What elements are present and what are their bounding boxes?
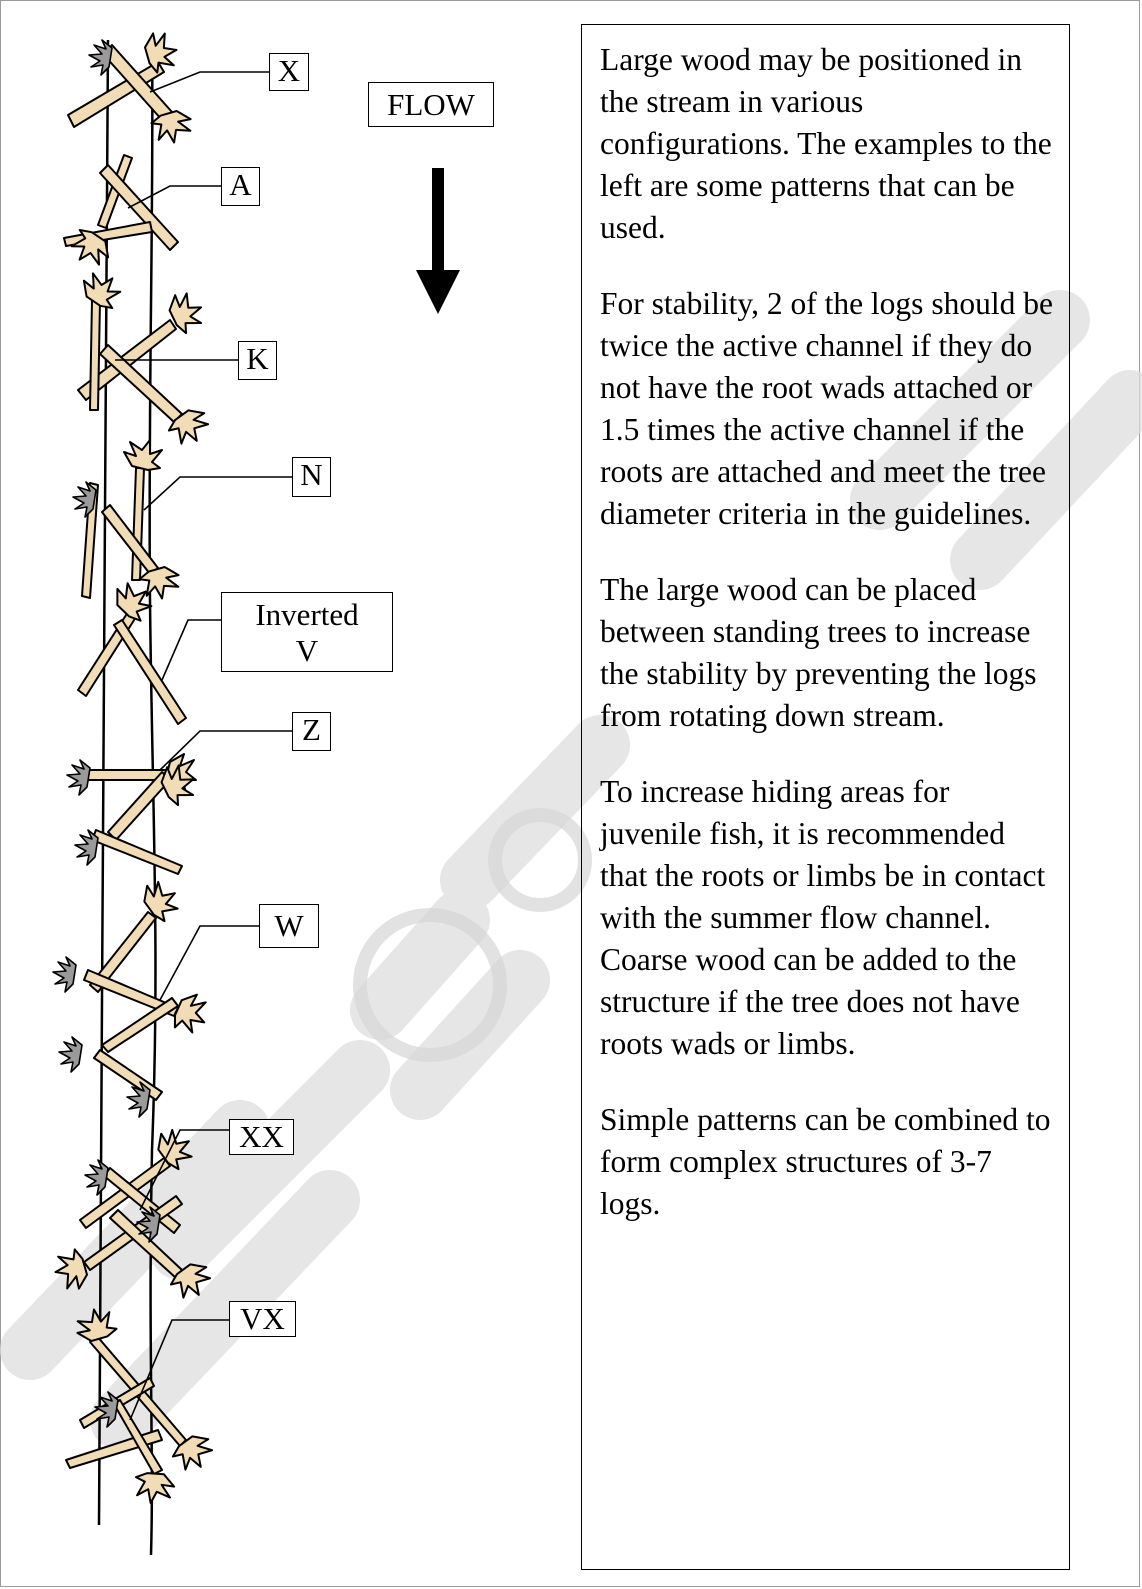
inverted-v-line2: V: [295, 633, 319, 668]
left-bank-line: [97, 39, 110, 1526]
paragraph-configurations: Large wood may be positioned in the stre…: [600, 42, 1052, 245]
flow-label: FLOW: [368, 82, 494, 127]
inverted-v-line1: Inverted: [255, 597, 359, 632]
pattern-label-vx: VX: [229, 1301, 296, 1337]
pattern-label-n: N: [292, 457, 331, 497]
paragraph-standing-trees: The large wood can be placed between sta…: [600, 572, 1037, 733]
pattern-label-inverted-v: Inverted V: [221, 592, 393, 672]
paragraph-simple-patterns: Simple patterns can be combined to form …: [600, 1102, 1051, 1221]
pattern-label-a: A: [221, 167, 260, 206]
flow-arrow: [416, 168, 460, 314]
paragraph-hiding-areas: To increase hiding areas for juvenile fi…: [600, 774, 1046, 1061]
wood-placement-diagram: [48, 26, 460, 1556]
pattern-label-z: Z: [292, 712, 331, 751]
paragraph-stability: For stability, 2 of the logs should be t…: [600, 286, 1053, 531]
pattern-label-x: X: [269, 53, 309, 91]
pattern-label-k: K: [238, 341, 277, 380]
description-panel: Large wood may be positioned in the stre…: [581, 24, 1070, 1570]
pattern-label-xx: XX: [229, 1119, 294, 1155]
pattern-label-w: W: [259, 904, 319, 948]
